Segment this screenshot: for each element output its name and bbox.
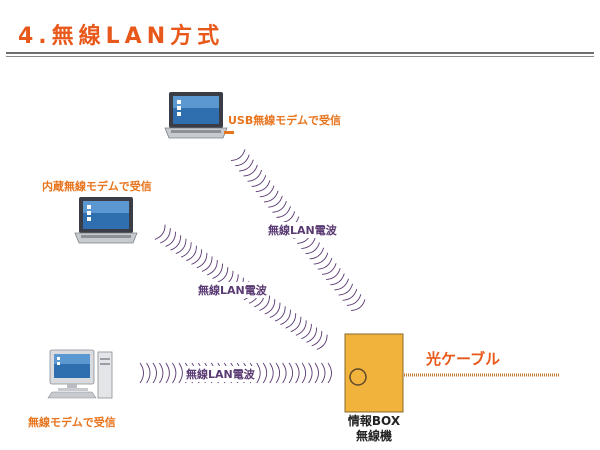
wave-arc xyxy=(196,252,208,269)
laptop-usb-icon xyxy=(164,91,228,139)
wave-arc xyxy=(217,267,229,283)
wave-arc xyxy=(311,330,323,347)
wave-arc xyxy=(314,362,319,384)
wave-arc xyxy=(305,242,320,255)
optical-cable-label: 光ケーブル xyxy=(426,350,501,368)
wave-arc xyxy=(235,154,250,167)
wave-arc xyxy=(316,334,328,350)
wave-arc xyxy=(256,362,261,384)
wave-arc xyxy=(146,362,151,384)
wave-arc xyxy=(280,309,291,326)
wave-arc xyxy=(346,294,362,306)
wave-arc xyxy=(288,362,294,384)
laptop-usb-label: USB無線モデムで受信 xyxy=(228,114,342,127)
wave-arc xyxy=(186,245,197,262)
wave-arc xyxy=(165,362,170,384)
wave-arc xyxy=(259,295,271,311)
wave-arc xyxy=(338,283,354,296)
wave-arc xyxy=(160,228,171,244)
wave-arc xyxy=(251,175,267,187)
wave-arc xyxy=(342,288,358,301)
wave-arc xyxy=(262,362,268,384)
wave-arc xyxy=(282,362,287,384)
wave-arc xyxy=(327,362,332,384)
laptop-builtin-label: 内蔵無線モデムで受信 xyxy=(42,180,152,193)
laptop-builtin-icon xyxy=(74,196,138,244)
wave-arc xyxy=(301,323,312,340)
info-box-radio-icon xyxy=(344,333,404,413)
wave-arc xyxy=(159,362,164,384)
wave-arc xyxy=(276,206,291,218)
wave-arc xyxy=(272,200,287,213)
wave-arc xyxy=(152,362,157,384)
wave-arc xyxy=(259,185,275,198)
wave-arc xyxy=(239,159,254,172)
wave-arc xyxy=(317,257,333,270)
usb-modem-icon xyxy=(224,131,234,134)
wave-arc xyxy=(285,313,297,329)
wave-arc xyxy=(207,259,218,276)
wave-arc xyxy=(175,238,187,255)
wave-arc xyxy=(295,320,307,336)
page-title: 4.無線LAN方式 xyxy=(18,24,225,49)
wave-arc xyxy=(170,235,182,251)
wave-arc xyxy=(165,231,176,247)
wave-arc xyxy=(280,211,296,224)
wave-arc xyxy=(313,252,329,265)
wave-arc xyxy=(139,362,144,384)
wave-arc xyxy=(212,263,223,279)
wave-arc xyxy=(255,180,271,193)
wave-arc xyxy=(264,190,279,203)
wave-arc xyxy=(201,256,213,272)
wave-arc xyxy=(321,362,326,384)
desktop-pc-icon xyxy=(47,349,113,399)
wave-arc xyxy=(172,362,177,384)
info-box-line2: 無線機 xyxy=(355,429,392,443)
wave-arc xyxy=(306,327,318,343)
title-rule xyxy=(6,52,594,54)
desktop-label: 無線モデムで受信 xyxy=(28,416,116,429)
wave-arc xyxy=(191,249,203,265)
wave-arc xyxy=(309,247,325,260)
wave-arc xyxy=(269,362,274,384)
wave-arc xyxy=(275,362,281,384)
wave-arc xyxy=(243,164,258,177)
wave-arc xyxy=(350,299,366,312)
wave-arc xyxy=(230,149,246,162)
title-rule-thin xyxy=(6,56,594,57)
wave-arc xyxy=(180,242,192,258)
info-box-label: 情報BOX 無線機 xyxy=(336,414,412,444)
wave-arc xyxy=(154,224,166,240)
wave-arc xyxy=(274,306,286,322)
info-box-line1: 情報BOX xyxy=(347,414,401,428)
wave-middle-label: 無線LAN電波 xyxy=(196,282,269,298)
wave-arc xyxy=(321,263,337,275)
wave-arc xyxy=(295,362,300,384)
wave-arc xyxy=(178,362,183,384)
wave-arc xyxy=(330,273,345,286)
wave-lower-label: 無線LAN電波 xyxy=(184,366,257,382)
wave-arc xyxy=(334,278,349,291)
wave-arc xyxy=(326,268,341,281)
wave-arc xyxy=(269,302,281,318)
wave-arc xyxy=(247,169,263,182)
wave-arc xyxy=(290,316,302,333)
wave-arc xyxy=(308,362,313,384)
wave-arc xyxy=(264,299,276,315)
wave-arc xyxy=(301,362,307,384)
wave-arc xyxy=(268,195,283,208)
wave-arc xyxy=(301,237,316,250)
wave-upper-label: 無線LAN電波 xyxy=(266,222,339,238)
